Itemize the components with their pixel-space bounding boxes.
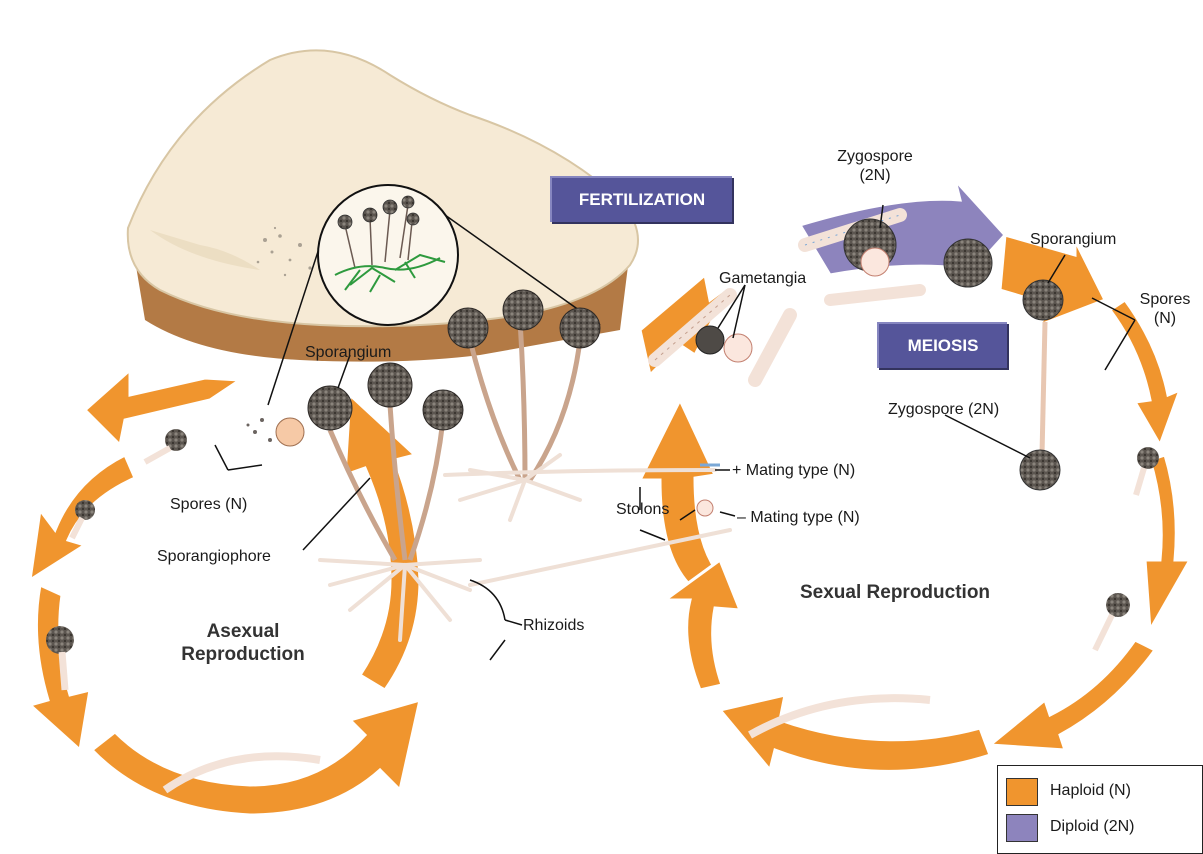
released-spores [247, 418, 305, 446]
spores-right-line1: Spores [1127, 290, 1203, 309]
asexual-line1: Asexual [158, 620, 328, 643]
diploid-swatch [1006, 814, 1038, 842]
asexual-line2: Reproduction [158, 643, 328, 666]
zygospore-top-line1: Zygospore [820, 147, 930, 166]
rhizoids-label: Rhizoids [523, 616, 584, 635]
asexual-reproduction-label: Asexual Reproduction [158, 620, 328, 666]
sexual-reproduction-label: Sexual Reproduction [800, 581, 990, 604]
spores-right-label: Spores (N) [1127, 290, 1203, 328]
haploid-legend-label: Haploid (N) [1050, 782, 1131, 800]
sporangiophore-label: Sporangiophore [157, 547, 271, 566]
mating-minus-label: – Mating type (N) [737, 508, 860, 527]
spores-left-label: Spores (N) [170, 495, 247, 514]
asexual-cycle-arrows [30, 370, 420, 815]
zygospore-top-label: Zygospore (2N) [820, 147, 930, 185]
stolons-label: Stolons [616, 500, 669, 519]
sexual-cycle-arrows [640, 235, 1190, 771]
zygospore-mid-label: Zygospore (2N) [888, 400, 999, 419]
sporangium-left-label: Sporangium [305, 343, 391, 362]
haploid-swatch [1006, 778, 1038, 806]
legend: Haploid (N) Diploid (2N) [997, 765, 1203, 854]
fertilization-box: FERTILIZATION [550, 176, 732, 222]
diploid-legend-label: Diploid (2N) [1050, 818, 1134, 836]
spores-right-line2: (N) [1127, 309, 1203, 328]
meiosis-box: MEIOSIS [877, 322, 1007, 368]
zygospore-top-line2: (2N) [820, 166, 930, 185]
mating-plus-label: + Mating type (N) [732, 461, 855, 480]
sporangium-right-label: Sporangium [1030, 230, 1116, 249]
gametangia-label: Gametangia [719, 269, 806, 288]
